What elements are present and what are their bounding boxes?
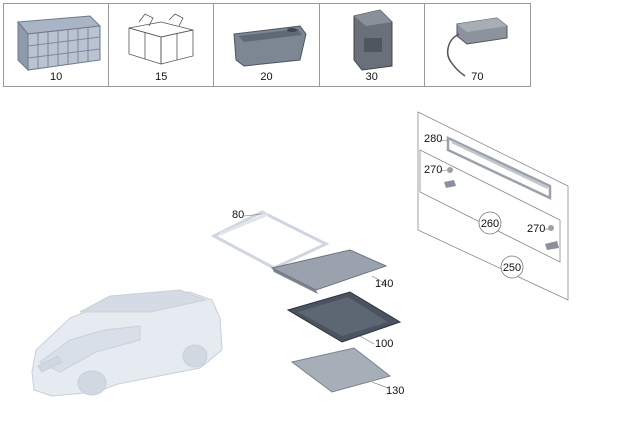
part-270-clip-b[interactable] xyxy=(545,225,559,250)
callout-270-b: 270 xyxy=(527,223,545,235)
part-80-frame[interactable] xyxy=(210,210,330,270)
assembly-panel-250 xyxy=(417,111,569,301)
crate-icon xyxy=(17,15,102,72)
part-280-rail[interactable] xyxy=(446,136,552,200)
callout-140: 140 xyxy=(375,278,393,290)
part-270-clip-a[interactable] xyxy=(444,167,456,188)
part-100-tray[interactable] xyxy=(286,291,402,343)
leader-lines xyxy=(243,139,549,389)
assembly-panel xyxy=(417,111,569,301)
callout-100: 100 xyxy=(375,338,393,350)
callout-130: 130 xyxy=(386,385,404,397)
thumbnail-70[interactable]: 70 xyxy=(425,4,530,86)
thumbnail-30[interactable]: 30 xyxy=(320,4,425,86)
thumbnail-label: 70 xyxy=(471,71,484,83)
folding-box-icon xyxy=(128,13,194,65)
callout-280: 280 xyxy=(424,133,442,145)
thumbnail-label: 15 xyxy=(155,71,168,83)
thumbnail-label: 30 xyxy=(365,71,378,83)
thumbnail-15[interactable]: 15 xyxy=(109,4,215,86)
callout-260-bubble[interactable]: 260 xyxy=(478,211,502,235)
callout-80: 80 xyxy=(232,209,244,221)
part-140-mat[interactable] xyxy=(270,249,388,294)
power-module-icon xyxy=(446,17,508,77)
callout-270-a: 270 xyxy=(424,164,442,176)
callout-250-bubble[interactable]: 250 xyxy=(500,255,524,279)
vehicle-illustration xyxy=(31,289,223,397)
assembly-panel-260 xyxy=(419,149,561,263)
callout-250: 250 xyxy=(503,262,521,274)
thumbnail-label: 10 xyxy=(49,71,63,83)
thumbnail-20[interactable]: 20 xyxy=(214,4,320,86)
bag-icon xyxy=(353,9,393,71)
callout-260: 260 xyxy=(481,218,499,230)
tray-icon xyxy=(233,25,307,67)
thumbnail-strip: 10 15 20 30 xyxy=(3,3,531,87)
thumbnail-label: 20 xyxy=(260,71,273,83)
thumbnail-10[interactable]: 10 xyxy=(4,4,110,86)
part-130-mat[interactable] xyxy=(290,347,392,393)
